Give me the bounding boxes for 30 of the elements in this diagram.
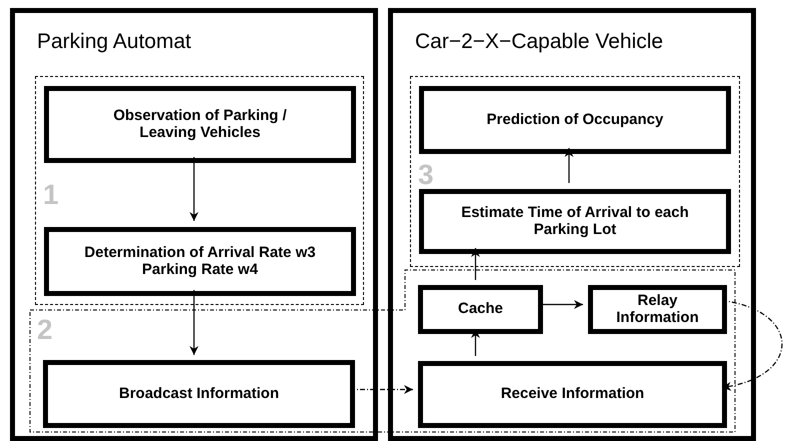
arrow (190, 157, 198, 221)
panel-title: Parking Automat (37, 29, 192, 55)
box-label: Estimate Time of Arrival to each Parking Lot (460, 205, 690, 238)
box-label: Observation of Parking / Leaving Vehicles (112, 108, 288, 141)
box-label: Receive Information (500, 386, 644, 403)
process-box (418, 361, 727, 428)
group-number: 3 (418, 161, 434, 189)
box-label: Determination of Arrival Rate w3 Parking Rate w4 (83, 245, 317, 278)
system-panel (10, 8, 378, 441)
process-box (44, 86, 356, 163)
box-label: Broadcast Information (118, 386, 280, 402)
arrow (190, 290, 198, 355)
process-box (419, 86, 731, 154)
arrow (471, 248, 480, 280)
box-label: Relay Information (615, 293, 700, 326)
process-box (43, 360, 355, 428)
arrow (564, 148, 574, 183)
box-label: Cache (458, 301, 504, 318)
group-number: 2 (37, 316, 53, 344)
process-box (419, 189, 731, 254)
system-panel (388, 8, 756, 441)
panel-title: Car−2−X−Capable Vehicle (415, 29, 664, 55)
group-number: 1 (43, 181, 59, 209)
process-box (418, 285, 543, 334)
dashed-group (35, 76, 364, 305)
box-label: Prediction of Occupancy (486, 112, 664, 128)
arrow (722, 300, 782, 390)
process-box (588, 285, 727, 334)
dashed-group (410, 76, 740, 267)
process-box (44, 227, 356, 296)
